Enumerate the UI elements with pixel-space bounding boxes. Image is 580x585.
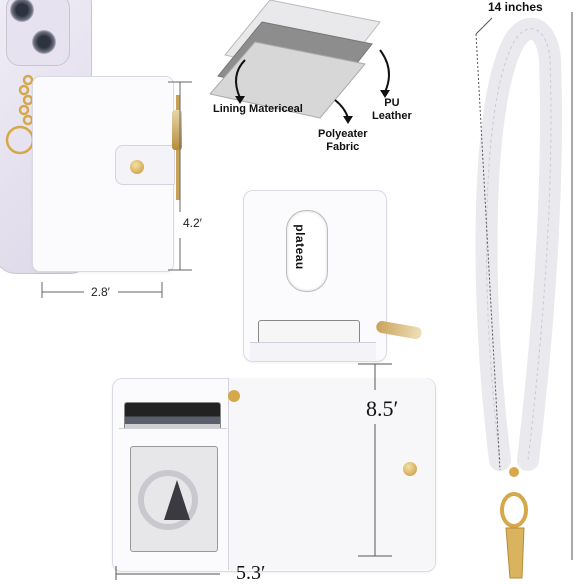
polyester-fabric-label: Polyeater Fabric [318,128,368,153]
material-layers-figure [209,0,390,124]
pu-leather-label: PU Leather [372,97,412,122]
card-pocket [119,428,227,447]
strap-length-label: 14 inches [488,0,543,14]
open-height-label: 8.5′ [366,396,399,421]
wallet-inner-flap [228,378,435,570]
strap-clasp-icon [505,527,525,579]
snap-button-icon [130,160,144,174]
brand-logo-text: plateau [292,224,307,270]
camera-lens-icon [10,0,34,22]
strap-ring-icon [500,492,528,528]
card-slot-opening [250,342,376,361]
open-width-label: 5.3′ [236,562,266,584]
snap-button-icon [403,462,417,476]
lining-layer [209,41,366,119]
wallet-height-label: 4.2′ [183,216,202,230]
zipper-pull-icon [172,110,182,150]
wallet-flap [115,145,175,185]
dimension-lines-large [115,363,392,580]
magsafe-ring-icon [138,470,198,530]
lining-material-label: Lining Matericeal [213,103,303,115]
phone-with-wallet-figure [0,0,200,280]
logo-badge [286,210,328,292]
wrist-strap-figure [475,12,573,579]
strap-rivet-icon [509,467,519,477]
strap-loop-icon [228,390,240,402]
camera-lens-icon [32,30,56,54]
wallet-width-label: 2.8′ [91,285,110,299]
dimension-lines-small [41,81,192,298]
